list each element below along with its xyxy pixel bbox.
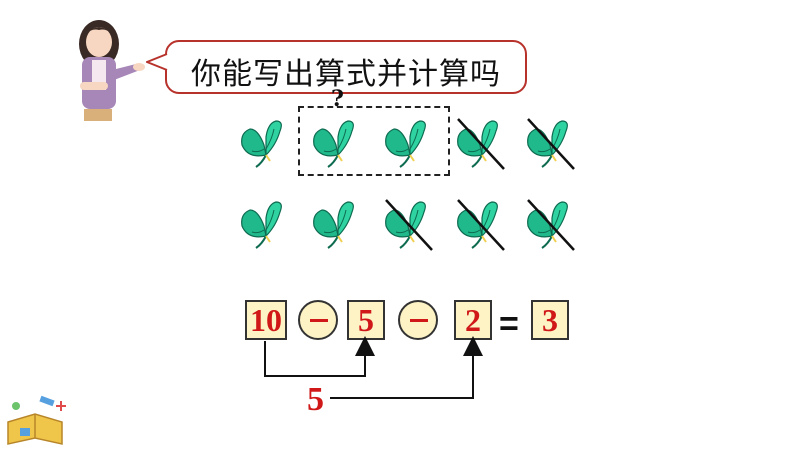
butterfly-r2-5 (522, 196, 578, 252)
equals-sign: = (499, 305, 519, 343)
teacher-illustration (66, 12, 156, 122)
butterfly-r1-1 (236, 115, 292, 171)
butterfly-r2-4 (452, 196, 508, 252)
minus-sign-1 (298, 300, 338, 340)
equation-box-subtrahend-1: 5 (347, 300, 385, 340)
butterfly-r1-5 (522, 115, 578, 171)
question-mark: ? (331, 86, 344, 112)
school-supplies-logo (0, 392, 70, 447)
equation-box-result: 3 (531, 300, 569, 340)
butterfly-r2-2 (308, 196, 364, 252)
butterfly-r2-3 (380, 196, 436, 252)
minus-sign-2 (398, 300, 438, 340)
butterfly-r1-2 (308, 115, 364, 171)
equation-box-minuend: 10 (245, 300, 287, 340)
speech-bubble: 你能写出算式并计算吗 (165, 40, 527, 94)
butterfly-r1-4 (452, 115, 508, 171)
butterfly-r2-1 (236, 196, 292, 252)
speech-bubble-text: 你能写出算式并计算吗 (191, 57, 501, 92)
bracket-result-label: 5 (307, 381, 324, 418)
dashed-selection-box (298, 106, 450, 176)
speech-bubble-tail (146, 53, 168, 71)
equation-box-subtrahend-2: 2 (454, 300, 492, 340)
butterfly-r1-3 (380, 115, 436, 171)
